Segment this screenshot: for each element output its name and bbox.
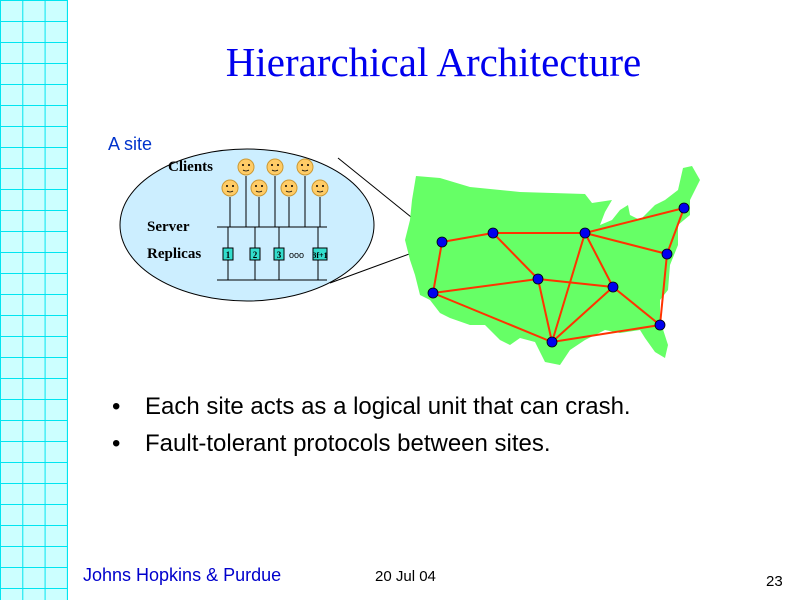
client-smiley-icon <box>311 179 329 197</box>
site-node <box>661 248 673 260</box>
site-node <box>579 227 591 239</box>
replica-label: 3f+1 <box>312 251 327 260</box>
site-node <box>546 336 558 348</box>
replica-label: 1 <box>226 250 231 260</box>
site-node <box>427 287 439 299</box>
replica-label: 3 <box>277 250 282 260</box>
bullet-list: • Each site acts as a logical unit that c… <box>112 393 631 467</box>
site-link <box>537 278 614 288</box>
footer-org: Johns Hopkins & Purdue <box>83 565 282 585</box>
site-link <box>432 292 553 343</box>
decorative-grid-sidebar <box>0 0 68 600</box>
site-label: A site <box>108 134 152 154</box>
site-link <box>612 286 661 326</box>
site-nodes <box>427 202 690 348</box>
site-link <box>432 241 443 294</box>
site-link <box>659 253 668 326</box>
site-link <box>584 207 685 234</box>
us-map <box>405 166 700 365</box>
site-ellipse <box>119 148 375 302</box>
slide-title: Hierarchical Architecture <box>225 39 642 85</box>
site-link <box>537 278 553 343</box>
bullet-item: • Each site acts as a logical unit that c… <box>112 393 631 430</box>
site-link <box>492 232 539 280</box>
site-link <box>551 324 661 343</box>
bullet-glyph: • <box>112 430 121 457</box>
site-link <box>666 207 685 255</box>
client-smiley-icon <box>221 179 239 197</box>
replica-label: 2 <box>253 250 258 260</box>
site-node <box>654 319 666 331</box>
site-link <box>584 232 668 255</box>
site-node <box>532 273 544 285</box>
bullet-glyph: • <box>112 393 121 420</box>
site-link <box>551 286 614 343</box>
site-links <box>432 207 685 343</box>
server-label: Server <box>147 219 190 235</box>
site-node <box>678 202 690 214</box>
replica-group: 1 2 3 3f+1 <box>222 227 328 280</box>
clients-label: Clients <box>168 159 213 175</box>
replica-box <box>273 247 285 261</box>
replica-ellipsis: ooo <box>289 250 304 260</box>
page-number: 23 <box>766 573 783 590</box>
bullet-text: Fault-tolerant protocols between sites. <box>145 430 551 457</box>
client-smiley-icon <box>296 158 314 176</box>
site-node <box>607 281 619 293</box>
replicas-label: Replicas <box>147 246 201 262</box>
site-link <box>551 232 586 343</box>
replica-box <box>312 247 328 261</box>
footer-date: 20 Jul 04 <box>375 568 436 585</box>
site-node <box>436 236 448 248</box>
client-smiley-icon <box>280 179 298 197</box>
site-link <box>441 232 494 243</box>
site-link <box>432 278 539 294</box>
site-node <box>487 227 499 239</box>
replica-box <box>249 247 261 261</box>
client-smiley-icon <box>266 158 284 176</box>
client-group <box>221 158 329 227</box>
client-smiley-icon <box>250 179 268 197</box>
replica-box <box>222 247 234 261</box>
bullet-text: Each site acts as a logical unit that ca… <box>145 393 631 420</box>
client-smiley-icon <box>237 158 255 176</box>
bullet-item: • Fault-tolerant protocols between sites. <box>112 430 631 467</box>
site-link <box>584 232 614 288</box>
